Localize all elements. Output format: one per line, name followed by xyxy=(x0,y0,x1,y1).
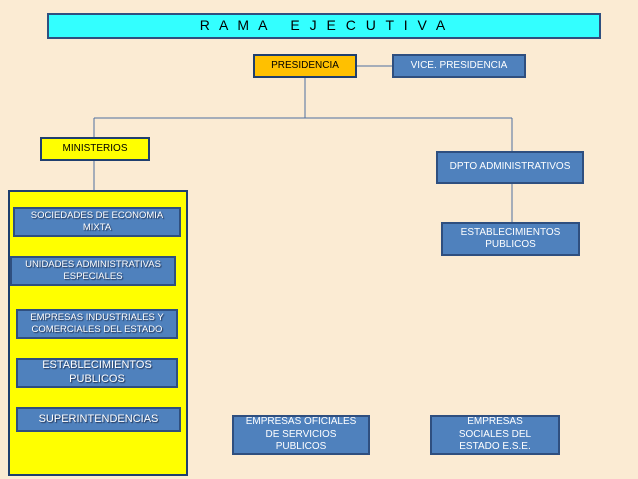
title-banner: R A M A E J E C U T I V A xyxy=(47,13,601,39)
node-empresas-oficiales: EMPRESAS OFICIALES DE SERVICIOS PUBLICOS xyxy=(232,415,370,455)
node-presidencia: PRESIDENCIA xyxy=(253,54,357,78)
node-vice-presidencia: VICE. PRESIDENCIA xyxy=(392,54,526,78)
node-establecimientos-publicos-right: ESTABLECIMIENTOS PUBLICOS xyxy=(441,222,580,256)
node-empresas-sociales: EMPRESAS SOCIALES DEL ESTADO E.S.E. xyxy=(430,415,560,455)
node-superintendencias: SUPERINTENDENCIAS xyxy=(16,407,181,432)
node-unidades-administrativas: UNIDADES ADMINISTRATIVAS ESPECIALES xyxy=(10,256,176,286)
node-empresas-industriales: EMPRESAS INDUSTRIALES Y COMERCIALES DEL … xyxy=(16,309,178,339)
node-sociedades-economia-mixta: SOCIEDADES DE ECONOMIA MIXTA xyxy=(13,207,181,237)
node-establecimientos-publicos-left: ESTABLECIMIENTOS PUBLICOS xyxy=(16,358,178,388)
node-dpto-administrativos: DPTO ADMINISTRATIVOS xyxy=(436,151,584,184)
node-ministerios: MINISTERIOS xyxy=(40,137,150,161)
